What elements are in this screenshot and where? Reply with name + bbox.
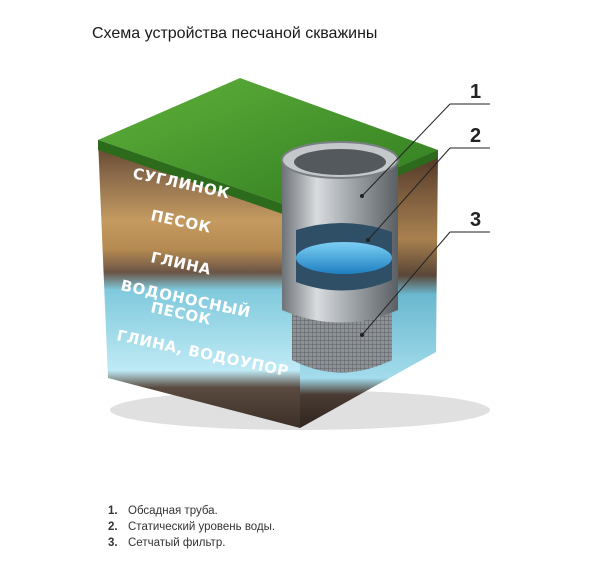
legend-item: 2. Статический уровень воды. [108,519,275,535]
legend-item: 3. Сетчатый фильтр. [108,535,275,551]
callout-1-number: 1 [470,81,481,103]
diagram-title: Схема устройства песчаной скважины [92,25,378,42]
legend: 1. Обсадная труба. 2. Статический уровен… [108,503,275,551]
callout-2-number: 2 [470,125,481,147]
legend-item-number: 2. [108,521,118,533]
legend-item-number: 3. [108,537,118,549]
legend-item-text: Сетчатый фильтр. [128,537,226,549]
water-level [296,242,392,274]
callout-3-number: 3 [470,209,481,231]
legend-item-number: 1. [108,505,118,517]
callout-3: 3 [360,209,490,337]
legend-item-text: Обсадная труба. [128,505,218,517]
legend-item: 1. Обсадная труба. [108,503,275,519]
soil-front-face [98,140,300,428]
callout-2: 2 [366,125,490,242]
legend-item-text: Статический уровень воды. [128,521,276,533]
callout-1: 1 [360,81,490,198]
